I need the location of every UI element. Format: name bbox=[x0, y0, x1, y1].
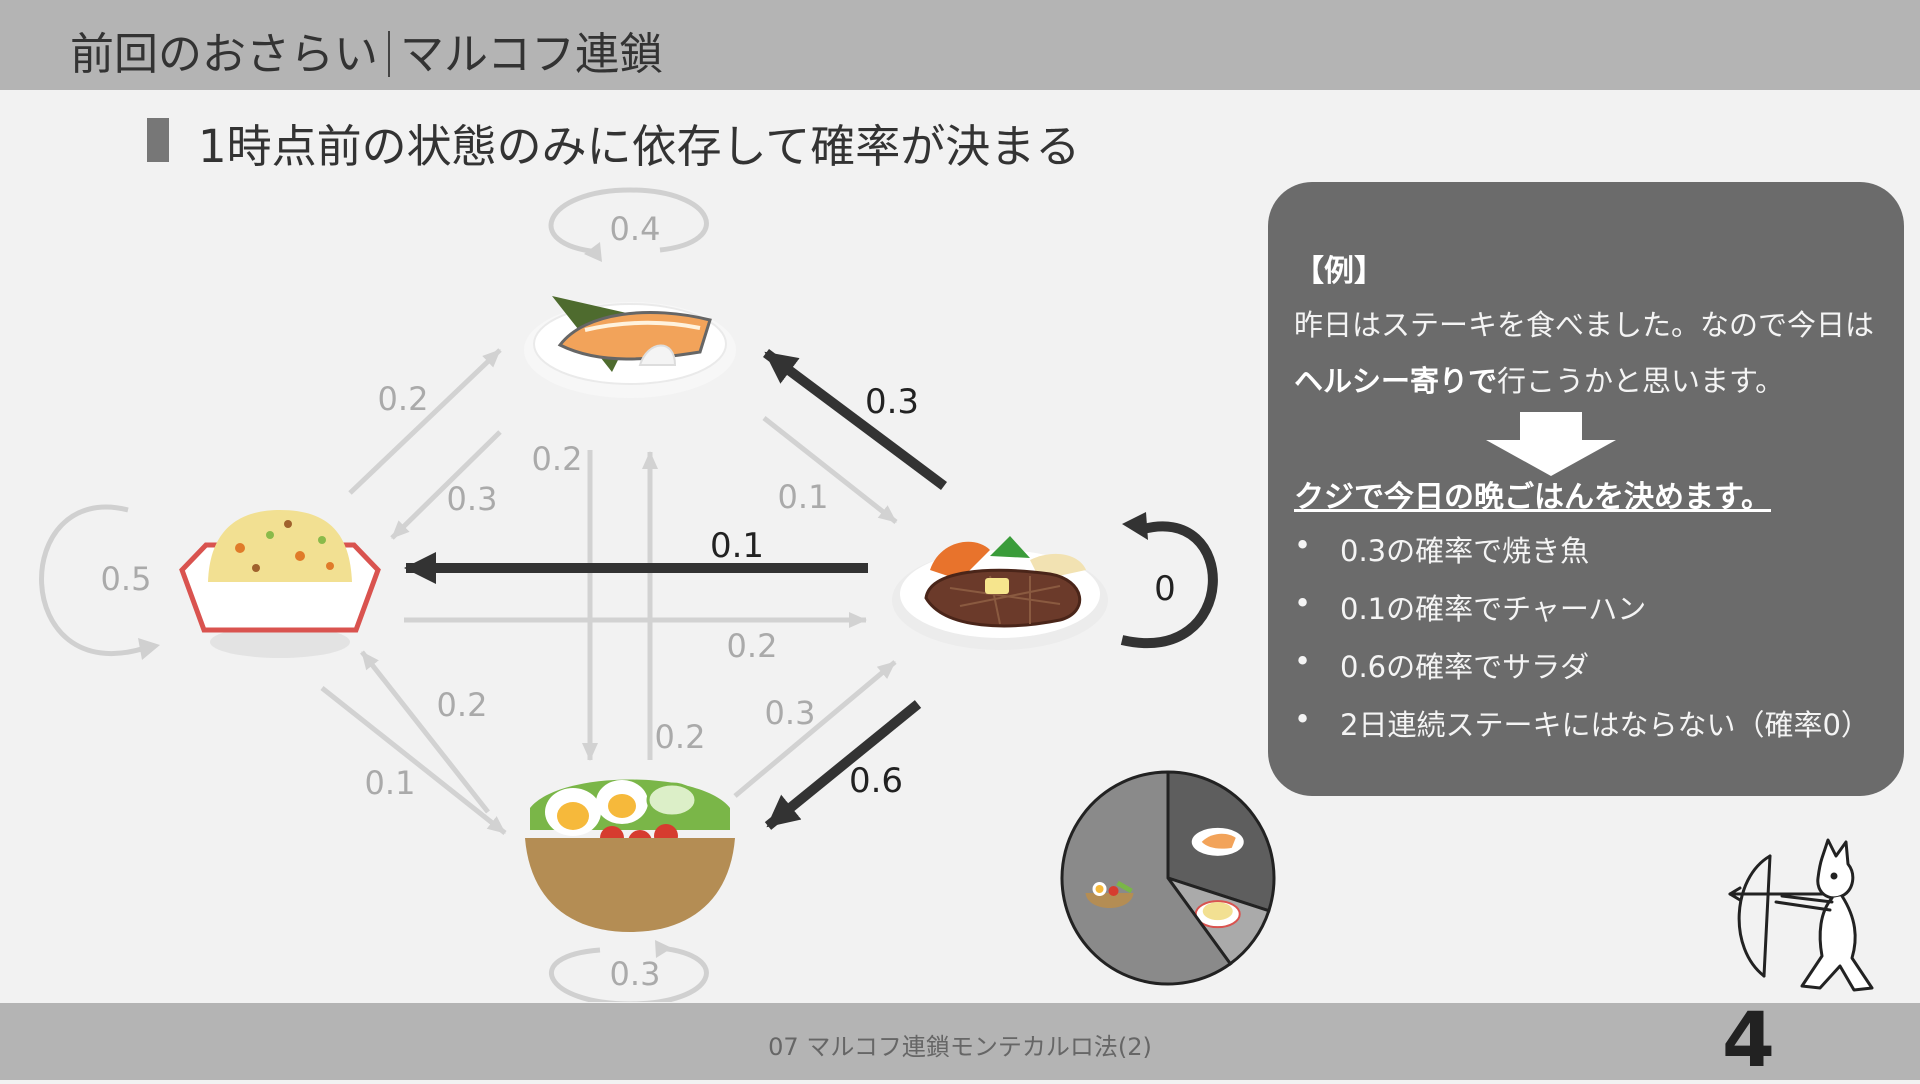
example-panel: 【例】 昨日はステーキを食べました。なので今日は ヘルシー寄りで行こうかと思いま… bbox=[1268, 182, 1904, 796]
example-line-1: 昨日はステーキを食べました。なので今日は bbox=[1294, 308, 1875, 342]
edge-salad-to-rice bbox=[360, 650, 490, 814]
header-title: 前回のおさらいマルコフ連鎖 bbox=[70, 18, 663, 82]
prob-label: 0.2 bbox=[532, 440, 583, 478]
edge-fish-to-steak bbox=[762, 416, 898, 524]
prob-label: 0.1 bbox=[365, 764, 416, 802]
prob-label: 0.5 bbox=[101, 560, 152, 598]
footer-bar: 07 マルコフ連鎖モンテカルロ法(2) 4 bbox=[0, 995, 1920, 1084]
edge-rice-to-salad bbox=[320, 686, 507, 835]
rice-mini-icon bbox=[1194, 900, 1241, 929]
prob-label: 0.3 bbox=[610, 955, 661, 993]
footer-lecture-title: 07 マルコフ連鎖モンテカルロ法(2) bbox=[768, 1033, 1152, 1061]
subtitle: 1時点前の状態のみに依存して確率が決まる bbox=[198, 120, 1081, 173]
self-loop-salad: 0.3 bbox=[549, 940, 709, 1002]
self-loop-steak: 0 bbox=[1120, 512, 1218, 648]
fried-rice-icon bbox=[179, 510, 381, 658]
steak-icon bbox=[892, 536, 1108, 650]
page-number: 4 bbox=[1722, 995, 1775, 1084]
edge-fish-to-rice bbox=[390, 430, 502, 540]
example-emphasis: ヘルシー寄りで bbox=[1294, 364, 1498, 398]
self-loop-rice: 0.5 bbox=[39, 504, 160, 660]
grilled-fish-icon bbox=[524, 296, 736, 398]
prob-label: 0.3 bbox=[447, 480, 498, 518]
edge-steak-to-fish bbox=[763, 348, 947, 491]
prob-label-highlight: 0.3 bbox=[865, 382, 919, 422]
list-item: 0.1の確率でチャーハン bbox=[1294, 586, 1870, 644]
list-item: 2日連続ステーキにはならない（確率0） bbox=[1294, 702, 1870, 760]
header-bar: 前回のおさらいマルコフ連鎖 bbox=[0, 0, 1920, 90]
salad-bowl-icon bbox=[525, 779, 735, 932]
pie-slice-salad bbox=[1060, 770, 1233, 986]
example-line-2-rest: 行こうかと思います。 bbox=[1497, 364, 1785, 398]
prob-label: 0 bbox=[1154, 569, 1176, 609]
markov-diagram: 0.4 0.5 0.3 0 0.2 0.3 0.2 0.2 bbox=[39, 187, 1218, 1002]
prob-label: 0.1 bbox=[778, 478, 829, 516]
prob-label: 0.3 bbox=[765, 694, 816, 732]
title-divider bbox=[388, 31, 390, 77]
header-title-topic: マルコフ連鎖 bbox=[400, 29, 664, 80]
edge-steak-to-salad bbox=[764, 700, 922, 830]
header-title-main: 前回のおさらい bbox=[70, 29, 378, 80]
self-loop-fish: 0.4 bbox=[548, 187, 709, 262]
list-item: 0.3の確率で焼き魚 bbox=[1294, 528, 1870, 586]
salad-mini-icon bbox=[1085, 880, 1134, 908]
down-arrow-icon bbox=[1486, 412, 1616, 476]
prob-label: 0.2 bbox=[378, 380, 429, 418]
subtitle-marker bbox=[147, 118, 169, 162]
prob-label: 0.2 bbox=[655, 718, 706, 756]
edge-salad-to-steak bbox=[733, 660, 897, 798]
prob-label: 0.4 bbox=[610, 210, 661, 248]
prob-label-highlight: 0.6 bbox=[849, 761, 903, 801]
prob-label: 0.2 bbox=[437, 686, 488, 724]
edge-rice-to-fish bbox=[348, 348, 502, 495]
example-bullets: 0.3の確率で焼き魚 0.1の確率でチャーハン 0.6の確率でサラダ 2日連続ス… bbox=[1294, 528, 1870, 760]
list-item: 0.6の確率でサラダ bbox=[1294, 644, 1870, 702]
archer-cat-illustration bbox=[1728, 838, 1874, 992]
example-heading: 【例】 bbox=[1294, 254, 1384, 289]
fish-mini-icon bbox=[1191, 827, 1244, 856]
prob-label: 0.2 bbox=[727, 627, 778, 665]
example-line-2: ヘルシー寄りで行こうかと思います。 bbox=[1294, 358, 1784, 400]
prob-label-highlight: 0.1 bbox=[710, 526, 764, 566]
example-decision: クジで今日の晩ごはんを決めます。 bbox=[1294, 480, 1771, 515]
lottery-pie-chart bbox=[1060, 770, 1276, 986]
